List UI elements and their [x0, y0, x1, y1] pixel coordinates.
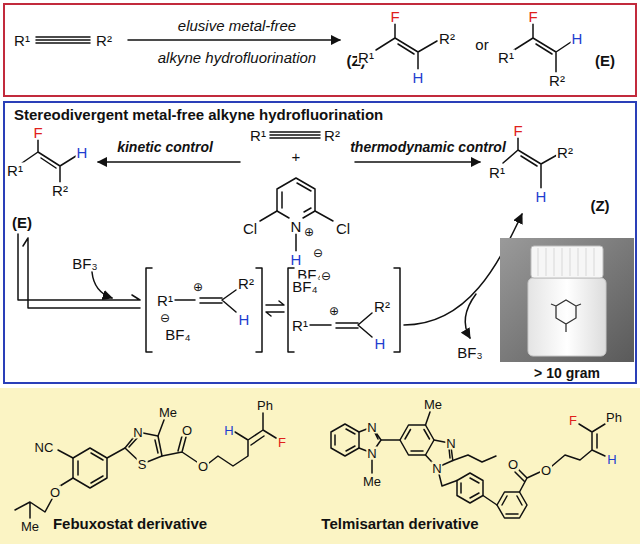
atom-label: Me: [158, 406, 178, 419]
condition-text: alkyne hydrofluorination: [158, 49, 316, 66]
atom-label: BF₄: [291, 279, 318, 294]
atom-label: R¹: [156, 293, 174, 308]
atom-label: Cl: [335, 221, 351, 236]
charge-symbol: ⊖: [159, 312, 171, 324]
atom-label: BF₃: [456, 345, 483, 360]
compound-name: Telmisartan derivative: [321, 515, 478, 532]
atom-label: R²: [438, 31, 456, 46]
atom-label: R²: [95, 33, 113, 48]
atom-label: R²: [373, 299, 391, 314]
isomer-label: (E): [11, 215, 33, 230]
atom-label: BF₄: [164, 327, 191, 342]
atom-label: Ph: [605, 411, 623, 424]
atom-label: O: [197, 460, 209, 473]
atom-label: R¹: [497, 50, 515, 65]
fluorine-atom: F: [512, 123, 523, 138]
hydrogen-atom: H: [223, 424, 234, 437]
hydrogen-atom: H: [76, 145, 89, 160]
hydrogen-atom: H: [290, 252, 303, 267]
atom-label: O: [181, 424, 193, 437]
condition-text: elusive metal-free: [178, 17, 296, 34]
atom-label: N: [290, 219, 303, 234]
atom-label: R¹: [249, 128, 267, 143]
atom-label: N: [366, 447, 377, 460]
atom-label: NC: [34, 441, 55, 454]
conjunction-text: or: [474, 37, 489, 52]
atom-label: +: [291, 149, 302, 164]
atom-label: R¹: [357, 50, 375, 65]
atom-label: O: [49, 486, 61, 499]
atom-label: Me: [20, 520, 40, 533]
atom-label: S: [137, 458, 148, 471]
atom-label: BF₃: [71, 256, 98, 271]
atom-label: R¹: [291, 318, 309, 333]
atom-label: N: [366, 421, 377, 434]
hydrogen-atom: H: [535, 189, 548, 204]
method-panel: Stereodivergent metal-free alkyne hydrof…: [3, 101, 637, 384]
atom-label: Cl: [242, 221, 258, 236]
charge-symbol: ⊕: [303, 226, 315, 238]
charge-symbol: ⊕: [192, 281, 204, 293]
hydrogen-atom: H: [374, 336, 387, 351]
atom-label: R²: [323, 128, 341, 143]
condition-label: kinetic control: [116, 140, 214, 154]
isomer-label: (E): [594, 53, 616, 68]
condition-label: thermodynamic control: [349, 140, 507, 154]
yellow-ground: [0, 388, 640, 544]
fluorine-atom: F: [277, 436, 287, 449]
fluorine-atom: F: [568, 414, 578, 427]
charge-symbol: ⊕: [328, 305, 340, 317]
hydrogen-atom: H: [238, 312, 251, 327]
panel-heading: Stereodivergent metal-free alkyne hydrof…: [14, 106, 383, 123]
fluorine-atom: F: [32, 125, 43, 140]
atom-label: Ph: [256, 399, 274, 412]
hydrogen-atom: H: [571, 31, 584, 46]
atom-label: N: [132, 426, 143, 439]
atom-label: R²: [51, 183, 69, 198]
isomer-label: (Z): [589, 198, 610, 213]
atom-label: R²: [548, 73, 566, 88]
scope-panel: elusive metal-free alkyne hydrofluorinati…: [3, 3, 637, 97]
reagent-photo: [500, 238, 634, 362]
fluorine-atom: F: [389, 9, 400, 24]
hydrogen-atom: H: [412, 70, 425, 85]
charge-symbol: ⊖: [312, 247, 324, 259]
atom-label: R²: [237, 276, 255, 291]
atom-label: R²: [556, 145, 574, 160]
atom-label: R¹: [13, 33, 31, 48]
atom-label: R¹: [6, 163, 24, 178]
atom-label: Me: [362, 475, 382, 488]
atom-label: R¹: [488, 165, 506, 180]
hydrogen-atom: H: [606, 453, 617, 466]
atom-label: O: [507, 458, 519, 471]
atom-label: N: [431, 462, 442, 475]
compound-name: Febuxostat derivative: [53, 515, 207, 532]
charge-symbol: ⊖: [320, 270, 332, 282]
atom-label: N: [445, 437, 456, 450]
fluorine-atom: F: [527, 9, 538, 24]
atom-label: Me: [423, 398, 443, 411]
atom-label: O: [540, 464, 552, 477]
scale-label: > 10 gram: [533, 366, 601, 380]
